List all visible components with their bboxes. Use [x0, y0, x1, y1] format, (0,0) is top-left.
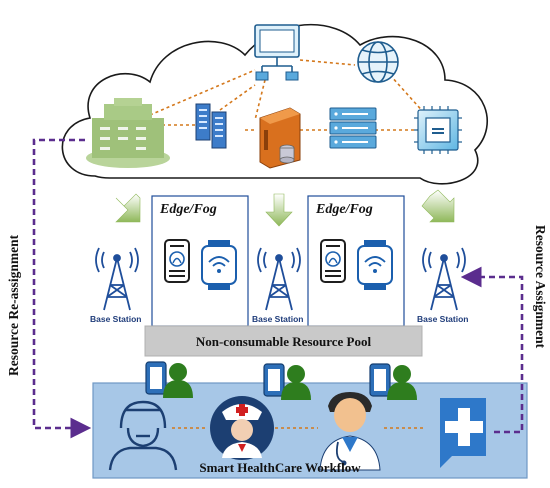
- down-arrow-right: [421, 189, 455, 223]
- user-with-tablet-icon-left: [145, 361, 193, 398]
- workflow-label: Smart HealthCare Workflow: [199, 460, 361, 475]
- edge-fog-label-left: Edge/Fog: [160, 202, 217, 217]
- server-racks-icon: [195, 103, 227, 149]
- smartwatch-icon-right: [357, 240, 393, 290]
- base-station-label-right: Base Station: [417, 314, 469, 324]
- patient-icon: [108, 400, 178, 471]
- datacenter-building-icon: [86, 98, 170, 168]
- resource-pool-label: Non-consumable Resource Pool: [195, 334, 372, 349]
- resource-assignment-label: Resource Assignment: [533, 225, 548, 349]
- smartwatch-icon-left: [201, 240, 237, 290]
- base-station-label-middle: Base Station: [252, 314, 304, 324]
- server-database-icon: [259, 107, 301, 169]
- cpu-chip-icon: [414, 106, 462, 154]
- resource-assignment-arrow: [460, 266, 524, 434]
- server-stack-icon: [329, 107, 377, 149]
- base-station-tower-icon-left: [95, 247, 139, 311]
- smartphone-icon-right: [320, 239, 346, 283]
- base-station-tower-icon-right: [422, 247, 466, 311]
- medical-cross-icon: [440, 398, 486, 468]
- resource-reassignment-arrow: [32, 138, 92, 439]
- user-with-tablet-icon-right: [369, 363, 417, 400]
- base-station-label-left: Base Station: [90, 314, 142, 324]
- down-arrow-middle: [265, 193, 293, 227]
- doctor-icon: [319, 392, 381, 471]
- down-arrow-left: [115, 193, 141, 223]
- user-with-tablet-icon-middle: [263, 363, 311, 400]
- resource-reassignment-label: Resource Re-assignment: [6, 234, 21, 376]
- base-station-tower-icon-middle: [257, 247, 301, 311]
- resource-pool-bar: [144, 325, 423, 357]
- cloud-to-edge-arrows: [115, 189, 455, 227]
- networked-computer-icon: [254, 24, 300, 81]
- nurse-icon: [210, 396, 274, 460]
- edge-fog-label-right: Edge/Fog: [316, 202, 373, 217]
- smartphone-icon-left: [164, 239, 190, 283]
- globe-icon: [357, 41, 399, 83]
